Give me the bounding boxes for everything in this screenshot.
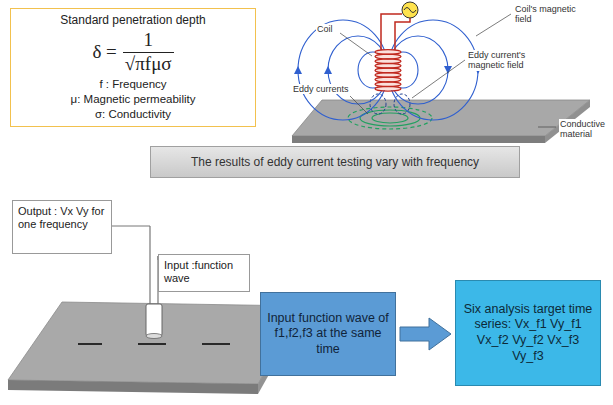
input-box: Input :function wave xyxy=(158,254,250,292)
ac-source xyxy=(402,2,418,18)
drawing-stroke xyxy=(350,96,368,114)
leader-lines xyxy=(340,14,556,127)
drawing-stroke xyxy=(112,226,150,227)
callout-label: Eddy current's magnetic field xyxy=(467,50,551,71)
drawing-stroke xyxy=(370,94,386,114)
drawing-stroke xyxy=(412,60,465,98)
drawing-stroke xyxy=(538,127,556,128)
box-heading: Standard penetration depth xyxy=(17,13,249,27)
drawing-stroke xyxy=(395,18,410,52)
definition-line: f : Frequency xyxy=(17,77,249,92)
callout-label: Conductive material xyxy=(559,119,611,140)
drawing-stroke xyxy=(375,86,401,91)
fraction: 1 √πfμσ xyxy=(123,30,174,75)
callout-label: Coil's magnetic field xyxy=(514,4,578,25)
drawing-stroke xyxy=(138,343,166,345)
process-box: Input function wave of f1,f2,f3 at the s… xyxy=(260,292,396,376)
denominator: √πfμσ xyxy=(123,54,174,75)
block-arrow xyxy=(400,318,451,350)
drawing-stroke xyxy=(78,343,102,345)
result-box: Six analysis target time series: Vx_f1 V… xyxy=(455,280,601,386)
drawing-stroke xyxy=(8,302,302,384)
drawing-stroke xyxy=(292,100,590,136)
drawing-stroke xyxy=(149,226,150,306)
test-plate xyxy=(8,302,302,394)
drawing-stroke xyxy=(360,110,420,126)
drawing-stroke xyxy=(376,50,400,90)
coil-field-lines xyxy=(298,20,478,120)
conductive-plate xyxy=(292,100,590,143)
box-text: Six analysis target time series: Vx_f1 V… xyxy=(462,302,594,365)
probe-leader-lines xyxy=(112,226,158,260)
drawing-stroke xyxy=(340,33,372,56)
drawing-stroke xyxy=(372,113,408,123)
drawing-stroke xyxy=(476,14,511,36)
box-text: The results of eddy current testing vary… xyxy=(191,155,479,169)
drawing-stroke xyxy=(375,50,401,92)
callout-label: Eddy currents xyxy=(292,84,350,94)
definition-line: σ: Conductivity xyxy=(17,107,249,122)
drawing-stroke xyxy=(292,136,545,143)
coil xyxy=(375,14,410,91)
formula-lhs: δ = xyxy=(92,41,116,63)
callout-label: Coil xyxy=(316,24,334,34)
drawing-stroke xyxy=(381,14,402,52)
drawing-stroke xyxy=(294,66,302,74)
formula: δ = 1 √πfμσ xyxy=(17,30,249,75)
drawing-stroke xyxy=(324,66,332,74)
numerator: 1 xyxy=(143,30,153,51)
drawing-stroke xyxy=(402,2,418,18)
box-text: Input :function wave xyxy=(164,259,244,285)
drawing-stroke xyxy=(146,304,162,336)
heading-band: The results of eddy current testing vary… xyxy=(150,146,520,178)
drawing-stroke xyxy=(8,380,258,394)
drawing-stroke xyxy=(404,8,416,13)
fraction-bar xyxy=(123,52,174,53)
defect-marks xyxy=(78,343,230,345)
box-text: Output : Vx Vy for one frequency xyxy=(18,205,106,231)
output-box: Output : Vx Vy for one frequency xyxy=(12,200,112,254)
box-text: Input function wave of f1,f2,f3 at the s… xyxy=(267,311,389,358)
formula-box: Standard penetration depth δ = 1 √πfμσ f : F… xyxy=(10,8,256,127)
definition-line: μ: Magnetic permeability xyxy=(17,92,249,107)
drawing-stroke xyxy=(146,334,162,339)
drawing-stroke xyxy=(202,343,230,345)
